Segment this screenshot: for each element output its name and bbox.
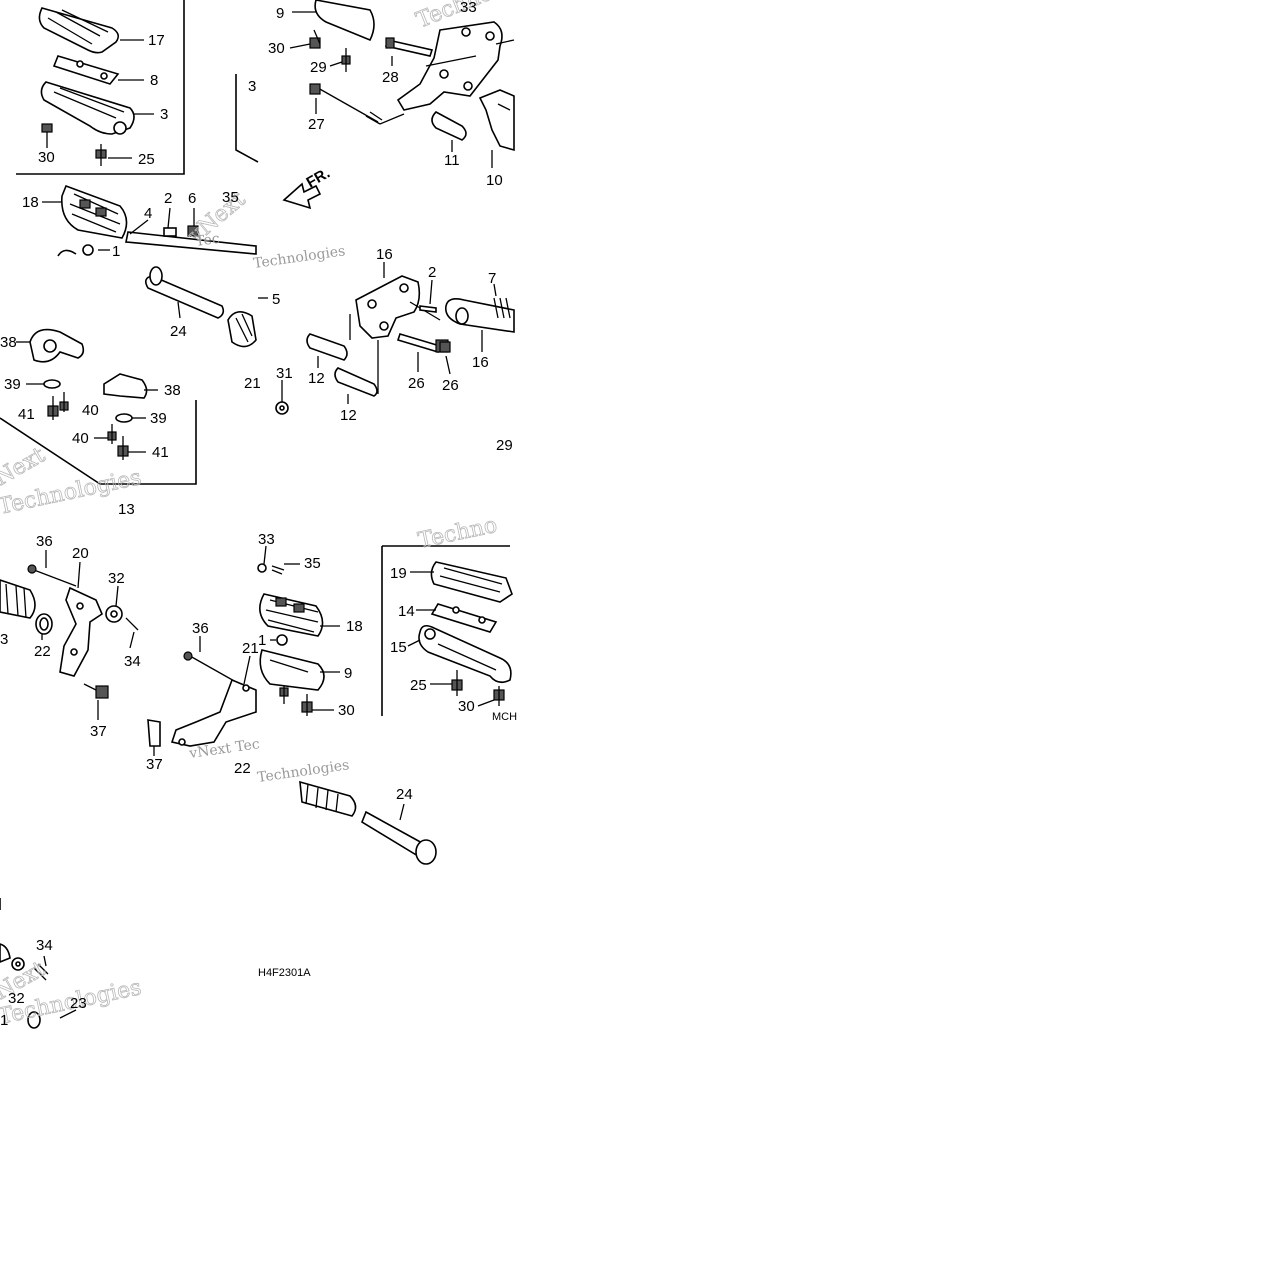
callout-3: 3 <box>248 78 256 95</box>
callout-27: 27 <box>308 116 325 133</box>
callout-24: 24 <box>396 786 413 803</box>
drawing-code: H4F2301A <box>258 967 311 979</box>
watermark: Technologies <box>256 757 350 786</box>
callout-14: 14 <box>398 603 415 620</box>
callout-33: 33 <box>460 0 477 16</box>
callout-19: 19 <box>390 565 407 582</box>
callout-32: 32 <box>108 570 125 587</box>
callout-34: 34 <box>124 653 141 670</box>
callout-18: 18 <box>346 618 363 635</box>
callout-30: 30 <box>338 702 355 719</box>
callout-32: 32 <box>8 990 25 1007</box>
callout-15: 15 <box>390 639 407 656</box>
callout-40: 40 <box>72 430 89 447</box>
callout-29: 29 <box>310 59 327 76</box>
callout-3: 3 <box>160 106 168 123</box>
tile-middle-left <box>0 184 289 485</box>
callout-39: 39 <box>4 376 21 393</box>
watermarks: Technologies vNext Tec Technologies Next… <box>0 0 558 1030</box>
direction-label: FR. <box>304 165 333 192</box>
callout-9: 9 <box>276 5 284 22</box>
callout-26: 26 <box>408 375 425 392</box>
callout-13: 13 <box>118 501 135 518</box>
callout-10: 10 <box>486 172 503 189</box>
callout-22: 22 <box>234 760 251 777</box>
callout-2: 2 <box>428 264 436 281</box>
callout-22: 22 <box>34 643 51 660</box>
callout-2: 2 <box>164 190 172 207</box>
callout-25: 25 <box>138 151 155 168</box>
callout-29: 29 <box>496 437 513 454</box>
watermark: Technologies <box>252 243 346 272</box>
callout-20: 20 <box>72 545 89 562</box>
callout-39: 39 <box>150 410 167 427</box>
callout-12: 12 <box>308 370 325 387</box>
callout-18: 18 <box>22 194 39 211</box>
callout-30: 30 <box>38 149 55 166</box>
callout-1: 1 <box>258 632 266 649</box>
callout-21: 21 <box>244 375 261 392</box>
watermark: Next <box>0 443 49 491</box>
callout-37: 37 <box>146 756 163 773</box>
tile-lower-right <box>257 545 513 865</box>
callout-41: 41 <box>152 444 169 461</box>
callout-33: 33 <box>258 531 275 548</box>
tile-lower-left <box>0 550 257 756</box>
callout-41: 41 <box>18 406 35 423</box>
callout-5: 5 <box>272 291 280 308</box>
callout-11: 11 <box>444 152 460 169</box>
callout-16: 16 <box>376 246 393 263</box>
callout-25: 25 <box>410 677 427 694</box>
tile-bottom-left <box>0 898 77 1029</box>
callout-28: 28 <box>382 69 399 86</box>
tile-middle-right <box>306 262 515 404</box>
callout-24: 24 <box>170 323 187 340</box>
callout-17: 17 <box>148 32 165 49</box>
callout-4: 4 <box>144 205 152 222</box>
callout-30: 30 <box>268 40 285 57</box>
callout-35: 35 <box>222 189 239 206</box>
callout-9: 9 <box>344 665 352 682</box>
callout-38: 38 <box>0 334 17 351</box>
callout-40: 40 <box>82 402 99 419</box>
tile-top-right <box>235 0 515 210</box>
callout-35: 35 <box>304 555 321 572</box>
watermark: Techno <box>416 513 499 554</box>
callout-38: 38 <box>164 382 181 399</box>
callout-8: 8 <box>150 72 158 89</box>
callout-30: 30 <box>458 698 475 715</box>
tile-code: MCH <box>492 711 517 723</box>
callout-21: 21 <box>242 640 259 657</box>
callout-1: 1 <box>112 243 120 260</box>
callout-7: 7 <box>488 270 496 287</box>
callout-34: 34 <box>36 937 53 954</box>
callout-31: 31 <box>276 365 293 382</box>
callout-26: 26 <box>442 377 459 394</box>
callout-23: 23 <box>70 995 87 1012</box>
callout-16: 16 <box>472 354 489 371</box>
callout-3: 3 <box>0 631 8 648</box>
fr-arrow-icon <box>282 182 322 210</box>
callout-36: 36 <box>36 533 53 550</box>
tile-top-left <box>16 0 185 175</box>
watermark: Tec <box>194 231 221 250</box>
callout-36: 36 <box>192 620 209 637</box>
callout-6: 6 <box>188 190 196 207</box>
callout-1: 1 <box>0 1012 8 1029</box>
callout-12: 12 <box>340 407 357 424</box>
callout-37: 37 <box>90 723 107 740</box>
